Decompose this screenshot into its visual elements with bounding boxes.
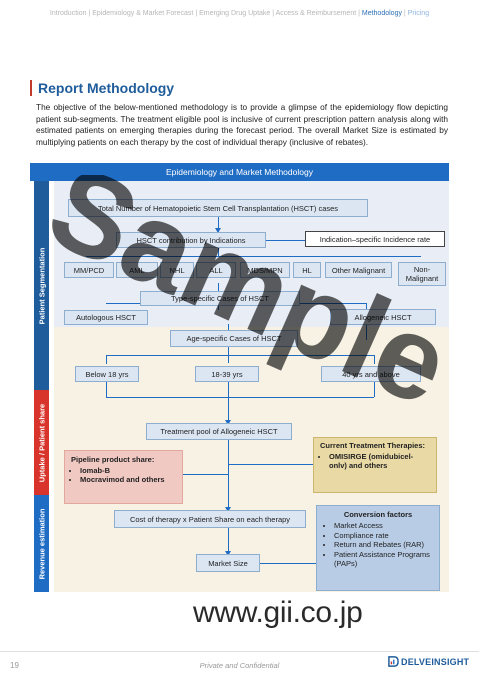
indication-all: ALL (196, 262, 236, 278)
current-therapy-item: OMISIRGE (omidubicel-onlv) and others (329, 452, 430, 470)
band-uptake: Uptake / Patient share (34, 390, 49, 495)
intro-paragraph: The objective of the below-mentioned met… (36, 102, 448, 147)
connector (374, 381, 375, 397)
connector (366, 303, 367, 309)
band-revenue: Revenue estimation (34, 495, 49, 592)
nav-item-epidemiology[interactable]: Epidemiology & Market Forecast (92, 10, 194, 17)
type-specific-cases-box: Type-specific Cases of HSCT (140, 291, 300, 306)
brand-name: DELVEINSIGHT (401, 656, 470, 667)
band-patient-segmentation: Patient Segmentation (34, 181, 49, 390)
delveinsight-logo-icon (388, 656, 399, 667)
allogeneic-hsct-box: Allogeneic HSCT (330, 309, 436, 325)
treatment-pool-box: Treatment pool of Allogeneic HSCT (146, 423, 292, 440)
conversion-item: Patient Assistance Programs (PAPs) (334, 550, 431, 569)
connector (106, 397, 374, 398)
connector (106, 381, 107, 397)
nav-item-introduction[interactable]: Introduction (49, 10, 87, 17)
nav-item-methodology[interactable]: Methodology (361, 10, 402, 17)
connector (228, 440, 229, 510)
age-below-18-box: Below 18 yrs (75, 366, 139, 382)
connector (228, 528, 229, 554)
connector (218, 283, 219, 292)
indication-hl: HL (293, 262, 321, 278)
indication-non-malignant: Non-Malignant (398, 262, 446, 286)
pipeline-title: Pipeline product share: (71, 455, 155, 464)
connector (183, 474, 228, 475)
current-therapies-box: Current Treatment Therapies: OMISIRGE (o… (313, 437, 437, 493)
gii-url-watermark: www.gii.co.jp (193, 596, 363, 629)
age-18-39-box: 18-39 yrs (195, 366, 259, 382)
connector (86, 256, 421, 257)
page-number: 19 (10, 661, 19, 670)
connector (228, 324, 229, 330)
connector (374, 355, 375, 364)
arrow-icon (225, 507, 231, 512)
sample-watermark-text: Sample (40, 175, 450, 405)
conversion-item: Return and Rebates (RAR) (334, 540, 431, 550)
age-40-above-box: 40 yrs and above (321, 366, 421, 382)
indication-mds-mpn: MDS/MPN (240, 262, 290, 278)
nav-item-access[interactable]: Access & Reimbursement (275, 10, 357, 17)
indication-nhl: NHL (160, 262, 194, 278)
indication-other-malignant: Other Malignant (325, 262, 392, 278)
autologous-hsct-box: Autologous HSCT (64, 310, 148, 325)
title-accent-bar (30, 80, 32, 96)
connector (260, 563, 316, 564)
footer-divider (0, 651, 479, 652)
diagram-header: Epidemiology and Market Methodology (30, 163, 449, 181)
indication-mm-pcd: MM/PCD (64, 262, 114, 278)
top-nav: Introduction | Epidemiology & Market For… (49, 10, 430, 17)
delveinsight-logo: DELVEINSIGHT (388, 656, 469, 667)
arrow-icon (215, 228, 221, 233)
cost-of-therapy-box: Cost of therapy x Patient Share on each … (114, 510, 306, 528)
confidential-note: Private and Confidential (199, 661, 280, 670)
arrow-icon (225, 551, 231, 556)
connector (106, 355, 374, 356)
connector (218, 248, 219, 256)
connector (228, 397, 229, 423)
connector (265, 240, 305, 241)
pipeline-item: Mocravimod and others (80, 475, 176, 484)
conversion-title: Conversion factors (343, 510, 413, 519)
conversion-item: Compliance rate (334, 531, 431, 541)
connector (106, 355, 107, 364)
connector (366, 324, 367, 340)
nav-item-emerging-drug[interactable]: Emerging Drug Uptake (199, 10, 271, 17)
pipeline-share-box: Pipeline product share: Iomab-B Mocravim… (64, 450, 183, 504)
conversion-factors-box: Conversion factors Market Access Complia… (316, 505, 440, 591)
pipeline-item: Iomab-B (80, 466, 176, 475)
conversion-item: Market Access (334, 521, 431, 531)
arrow-icon (225, 420, 231, 425)
connector (228, 381, 229, 397)
connector (218, 306, 219, 310)
sample-watermark: Sample (40, 175, 450, 405)
incidence-rate-box: Indication–specific Incidence rate (305, 231, 445, 247)
hsct-contribution-box: HSCT contribution by Indications (116, 232, 266, 248)
connector (228, 464, 313, 465)
age-specific-cases-box: Age-specific Cases of HSCT (170, 330, 298, 347)
nav-item-pricing[interactable]: Pricing (407, 10, 430, 17)
current-therapies-title: Current Treatment Therapies: (320, 441, 426, 450)
indication-aml: AML (116, 262, 158, 278)
connector (218, 216, 219, 232)
page-title: Report Methodology (38, 80, 175, 96)
total-hsct-cases-box: Total Number of Hematopoietic Stem Cell … (68, 199, 368, 217)
market-size-box: Market Size (196, 554, 260, 572)
